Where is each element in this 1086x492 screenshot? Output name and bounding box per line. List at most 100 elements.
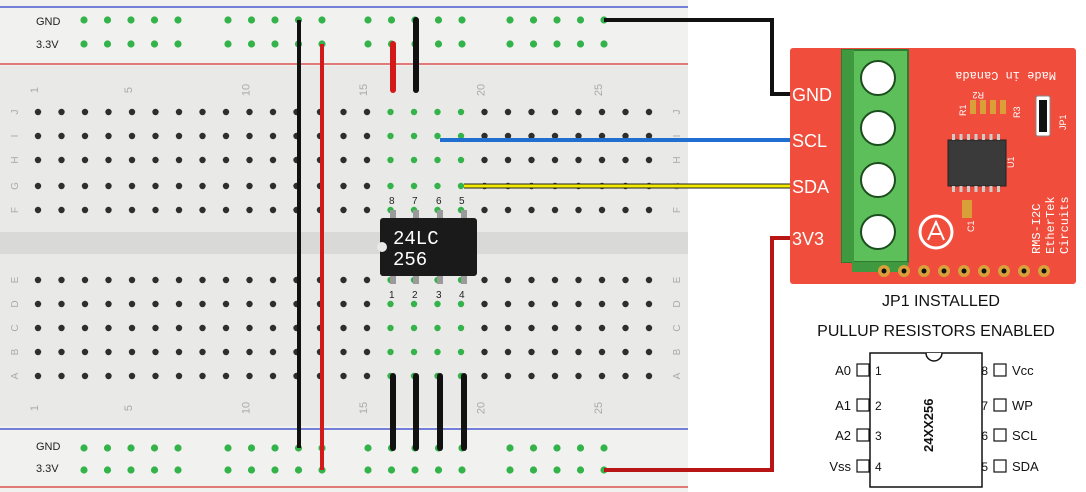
breadboard-hole (152, 206, 159, 214)
eeprom-chip: 24LC 256 8 7 6 5 1 2 3 4 (377, 196, 477, 301)
column-number: 1 (29, 87, 41, 93)
breadboard-hole (269, 108, 277, 116)
pinout-pin-number: 4 (875, 460, 882, 474)
breadboard-hole (152, 156, 159, 164)
top-33v-rail-label: 3.3V (36, 39, 59, 51)
pinout-body (869, 352, 983, 488)
breadboard-hole (481, 372, 488, 380)
breadboard-hole (387, 132, 394, 140)
breadboard-hole (622, 108, 629, 116)
breadboard-hole (645, 300, 653, 308)
rail-hole (150, 40, 159, 48)
breadboard-hole (551, 276, 559, 284)
pinout-pin-name: SCL (1012, 428, 1037, 443)
pinout-pin-box (856, 459, 870, 473)
breadboard-hole (645, 156, 653, 164)
breadboard-hole (34, 348, 42, 356)
breadboard-hole (575, 300, 582, 308)
breadboard-hole (34, 300, 42, 308)
breadboard-hole (199, 372, 206, 380)
breadboard-hole (175, 276, 183, 284)
breadboard-hole (434, 182, 441, 190)
rail-hole (553, 466, 561, 474)
column-number: 15 (358, 84, 370, 96)
logo-mark-inner (927, 219, 945, 241)
breadboard-hole (622, 132, 629, 140)
rail-hole (364, 16, 372, 24)
breadboard-hole (152, 182, 159, 190)
breadboard-hole (528, 156, 535, 164)
breadboard-hole (598, 348, 606, 356)
pinout-pin-number: 1 (875, 364, 882, 378)
ic-pin (974, 186, 978, 192)
breadboard-hole (598, 206, 606, 214)
breadboard-hole (387, 348, 394, 356)
row-letter: A (672, 372, 683, 379)
rail-hole (103, 466, 112, 474)
row-letter: F (10, 207, 21, 213)
rail-hole (247, 444, 256, 452)
breadboard-hole (175, 372, 183, 380)
breadboard-hole (528, 276, 535, 284)
module-brand-line2: EtherTek (1044, 196, 1058, 254)
rail-hole (127, 466, 135, 474)
breadboard-hole (152, 276, 159, 284)
breadboard-hole (528, 348, 535, 356)
breadboard-hole (58, 324, 65, 332)
breadboard-hole (340, 372, 347, 380)
breadboard-hole (222, 132, 230, 140)
rail-hole (553, 444, 561, 452)
breadboard-hole (363, 182, 371, 190)
caption-line1: JP1 INSTALLED (882, 293, 1000, 310)
pinout-pin-name: A0 (835, 363, 851, 378)
breadboard-hole (34, 182, 42, 190)
breadboard-hole (457, 324, 465, 332)
rail-hole (506, 40, 514, 48)
chip-leg (437, 274, 443, 284)
breadboard-hole (528, 324, 535, 332)
breadboard-hole (128, 108, 136, 116)
breadboard-hole (481, 156, 488, 164)
breadboard-hole (575, 206, 582, 214)
breadboard-hole (457, 348, 465, 356)
breadboard-hole (434, 156, 441, 164)
column-number: 10 (241, 84, 253, 96)
breadboard-hole (622, 372, 629, 380)
breadboard-hole (199, 108, 206, 116)
ic-pin (952, 186, 955, 192)
breadboard-hole (175, 348, 183, 356)
pinout-pin-name: Vcc (1012, 363, 1034, 378)
ic-pin (974, 134, 978, 140)
pinout-pin-name: Vss (829, 459, 851, 474)
breadboard-hole (622, 156, 629, 164)
breadboard-hole (58, 348, 65, 356)
breadboard-hole (387, 300, 394, 308)
breadboard-hole (128, 206, 136, 214)
breadboard-hole (128, 182, 136, 190)
breadboard-hole (363, 276, 371, 284)
rail-hole (411, 466, 419, 474)
rail-hole (224, 466, 232, 474)
row-letter: B (10, 348, 21, 355)
breadboard-hole (410, 108, 418, 116)
terminal-screw-3 (860, 162, 896, 198)
breadboard-hole (105, 156, 112, 164)
breadboard-hole (199, 324, 206, 332)
rail-hole (364, 444, 372, 452)
breadboard-hole (598, 300, 606, 308)
breadboard-hole (481, 132, 488, 140)
rail-hole (576, 444, 585, 452)
column-number: 25 (593, 84, 605, 96)
breadboard-hole (81, 372, 89, 380)
ic-pin (982, 134, 985, 140)
breadboard-hole (528, 300, 535, 308)
breadboard-hole (81, 300, 89, 308)
rail-hole (576, 40, 585, 48)
terminal-screw-2 (860, 110, 896, 146)
breadboard-hole (81, 108, 89, 116)
breadboard-hole (340, 182, 347, 190)
rail-hole (506, 466, 514, 474)
module-brand-line1: RMS-I2C (1030, 204, 1044, 254)
rail-hole (174, 466, 182, 474)
